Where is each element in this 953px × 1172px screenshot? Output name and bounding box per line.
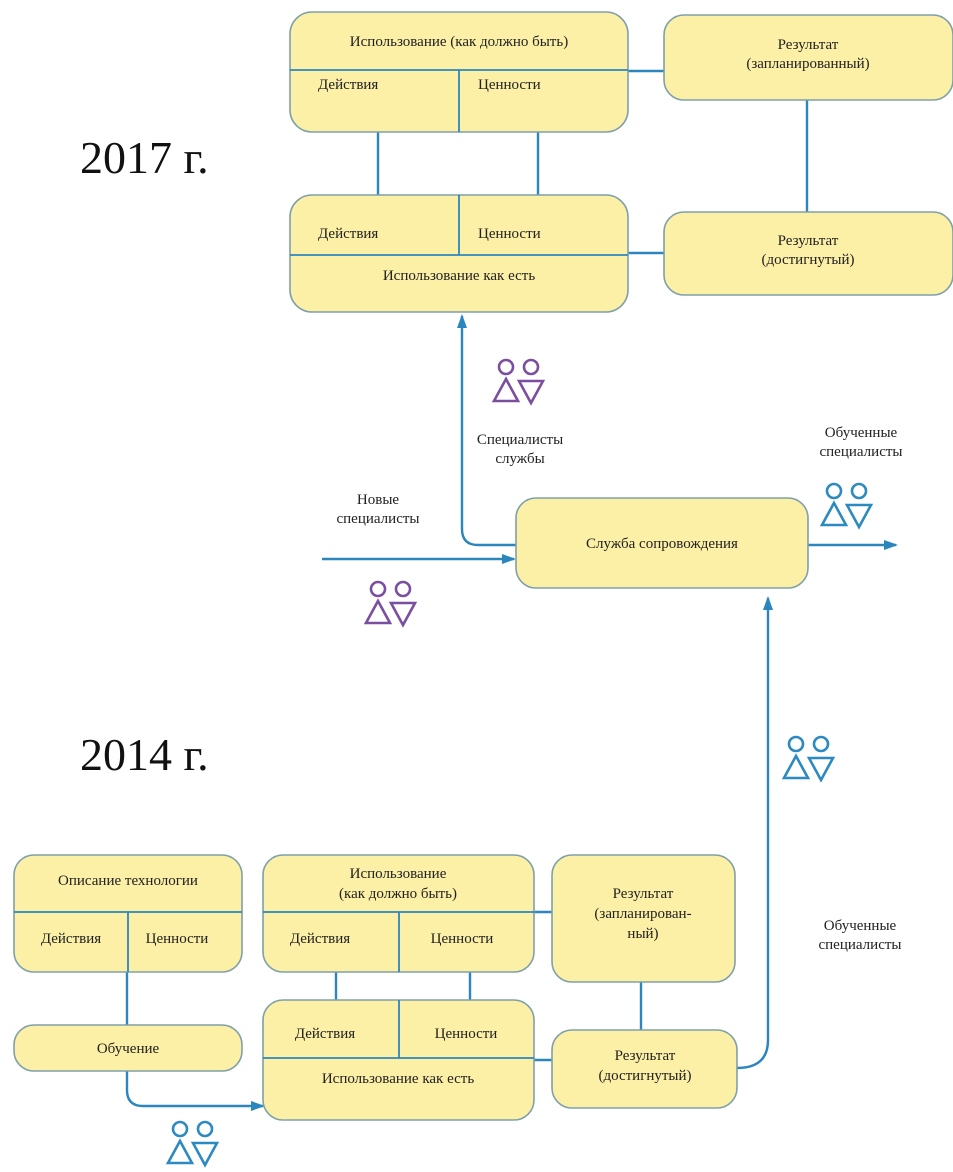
values-label: Ценности (478, 77, 541, 93)
people-pair-icon (364, 580, 417, 627)
result-achieved-line2: (достигнутый) (598, 1068, 691, 1084)
people-pair-icon (782, 735, 835, 782)
year-2014-label: 2014 г. (80, 729, 209, 780)
connectors-2014 (125, 596, 773, 1111)
service-specialists-line1: Специалисты (477, 432, 563, 448)
box-support-service: Служба сопровождения (515, 497, 809, 589)
connectors-2017 (322, 69, 898, 564)
box-usage-as-is-2014: Действия Ценности Использование как есть (262, 999, 535, 1121)
trained-specialists-line2: специалисты (819, 937, 902, 953)
values-label: Ценности (431, 931, 494, 947)
trained-specialists-line2: специалисты (820, 444, 903, 460)
actions-label: Действия (318, 77, 378, 93)
tech-description-title: Описание технологии (58, 873, 198, 889)
trained-specialists-line1: Обученные (824, 918, 897, 934)
actions-label: Действия (290, 931, 350, 947)
result-planned-line1: Результат (613, 886, 674, 902)
year-2017-label: 2017 г. (80, 132, 209, 183)
people-pair-icon (492, 358, 545, 405)
service-specialists-line2: службы (495, 451, 544, 467)
training-label: Обучение (97, 1041, 160, 1057)
arrow-service-to-usage (457, 314, 516, 547)
new-specialists-line2: специалисты (337, 511, 420, 527)
trained-specialists-line1: Обученные (825, 425, 898, 441)
box-result-planned-2017: Результат (запланированный) (663, 14, 953, 101)
actions-label: Действия (41, 931, 101, 947)
arrow-2014-to-service (736, 596, 773, 1070)
box-usage-as-is-2017: Действия Ценности Использование как есть (289, 194, 629, 313)
result-planned-line3: ный) (627, 926, 658, 942)
result-planned-line2: (запланирован- (594, 906, 691, 922)
box-result-achieved-2017: Результат (достигнутый) (663, 211, 953, 296)
usage-should-title: Использование (как должно быть) (350, 34, 568, 50)
box-training: Обучение (13, 1024, 243, 1072)
usage-should-line1: Использование (350, 866, 447, 882)
usage-as-is-title: Использование как есть (322, 1071, 474, 1087)
box-result-planned-2014: Результат (запланирован- ный) (551, 854, 736, 983)
result-achieved-line2: (достигнутый) (761, 252, 854, 268)
usage-as-is-title: Использование как есть (383, 268, 535, 284)
result-achieved-line1: Результат (615, 1048, 676, 1064)
values-label: Ценности (146, 931, 209, 947)
arrow-training-to-usage (125, 1071, 265, 1111)
values-label: Ценности (435, 1026, 498, 1042)
usage-should-line2: (как должно быть) (339, 886, 457, 902)
box-tech-description: Описание технологии Действия Ценности (13, 854, 243, 973)
values-label: Ценности (478, 226, 541, 242)
box-usage-should-2014: Использование (как должно быть) Действия… (262, 854, 535, 973)
actions-label: Действия (295, 1026, 355, 1042)
support-service-label: Служба сопровождения (586, 536, 738, 552)
people-pair-icon (166, 1120, 219, 1167)
result-planned-line2: (запланированный) (746, 56, 869, 72)
people-pair-icon (820, 482, 873, 529)
box-result-achieved-2014: Результат (достигнутый) (551, 1029, 738, 1109)
result-planned-line1: Результат (778, 37, 839, 53)
new-specialists-line1: Новые (357, 492, 399, 508)
box-usage-should-2017: Использование (как должно быть) Действия… (289, 11, 629, 133)
actions-label: Действия (318, 226, 378, 242)
result-achieved-line1: Результат (778, 233, 839, 249)
